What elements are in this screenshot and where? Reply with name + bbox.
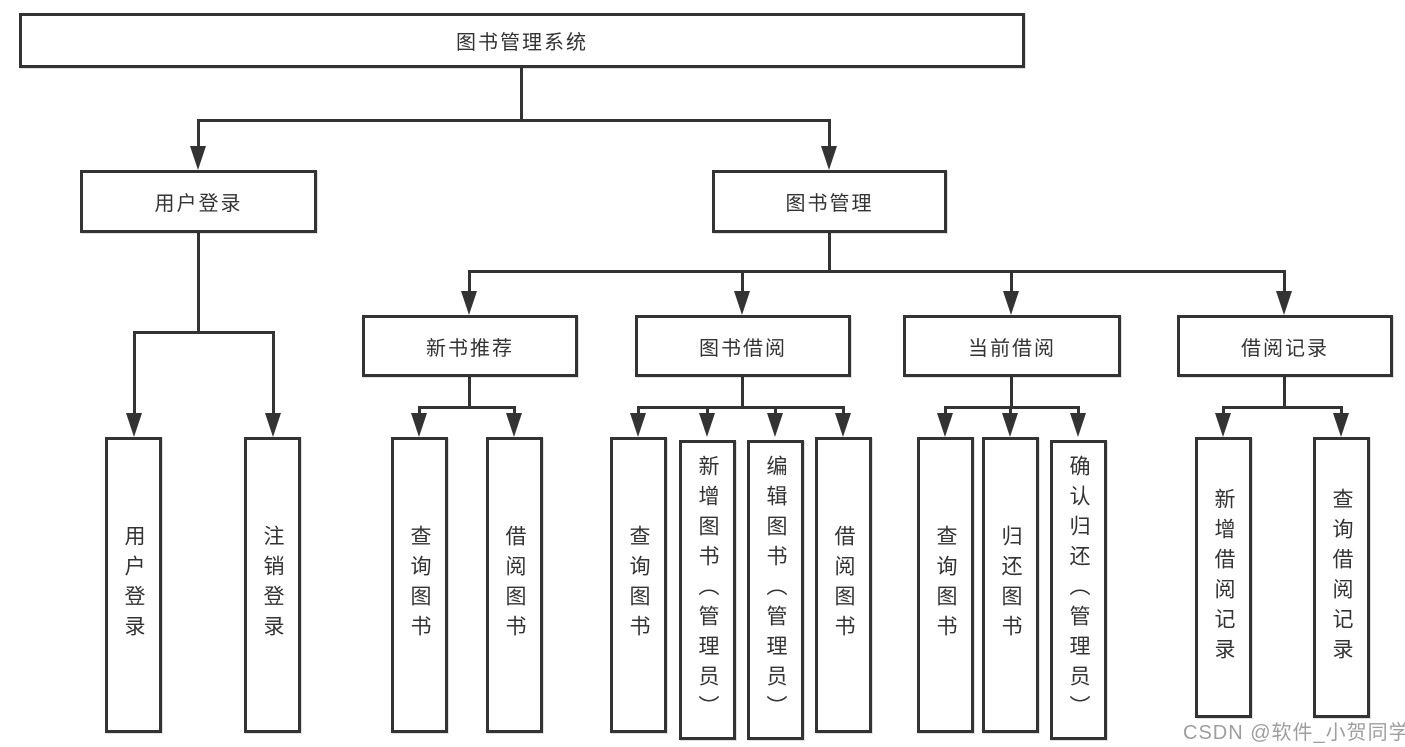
arrowhead-down-icon [699,413,715,437]
node-label: 当前借阅 [968,337,1056,360]
node-borrow-record: 借阅记录 [1177,315,1393,377]
arrowhead-down-icon [821,146,837,170]
leaf-label: 新增借阅记录 [1212,487,1235,668]
arrowhead-down-icon [835,413,851,437]
leaf-label: 归还图书 [999,525,1022,645]
leaf-label: 查询图书 [934,525,957,645]
connector-line [1077,406,1080,416]
arrowhead-down-icon [1215,413,1231,437]
connector-line [828,119,831,149]
arrowhead-down-icon [1003,291,1019,315]
arrowhead-down-icon [506,413,522,437]
node-label: 新书推荐 [426,337,514,360]
connector-line [197,119,831,122]
node-label: 用户登录 [154,193,243,215]
leaf-add-book-admin: 新增图书（管理员） [679,440,736,740]
node-user-login: 用户登录 [80,170,317,233]
arrowhead-down-icon [1276,291,1292,315]
leaf-label: 编辑图书（管理员） [764,455,787,725]
leaf-label: 用户登录 [122,525,145,645]
node-label: 图书借阅 [699,337,787,360]
connector-line [468,270,471,293]
connector-line [272,331,275,415]
connector-line [197,233,200,333]
leaf-label: 注销登录 [261,525,284,645]
leaf-label: 新增图书（管理员） [696,455,719,725]
arrowhead-down-icon [190,146,206,170]
node-new-book-recommend: 新书推荐 [362,315,578,377]
node-current-borrow: 当前借阅 [903,315,1121,377]
connector-line [520,68,523,120]
arrowhead-down-icon [265,413,281,437]
node-label: 图书管理 [785,193,874,215]
node-book-borrow: 图书借阅 [635,315,851,377]
connector-line [1010,377,1013,409]
connector-line [741,270,744,293]
leaf-query-book-borrow: 查询图书 [610,437,667,733]
connector-line [741,377,744,409]
leaf-query-borrow-record: 查询借阅记录 [1313,437,1370,718]
leaf-query-book-current: 查询图书 [917,437,974,733]
leaf-add-borrow-record: 新增借阅记录 [1195,437,1252,718]
connector-line [944,406,947,416]
leaf-confirm-return-admin: 确认归还（管理员） [1050,440,1107,740]
arrowhead-down-icon [767,413,783,437]
connector-line [944,406,1080,409]
arrowhead-down-icon [1002,413,1018,437]
leaf-return-book: 归还图书 [982,437,1039,733]
node-library-management-system: 图书管理系统 [19,13,1025,68]
arrowhead-down-icon [937,413,953,437]
leaf-label: 借阅图书 [832,525,855,645]
leaf-label: 借阅图书 [503,525,526,645]
arrowhead-down-icon [126,413,142,437]
leaf-label: 查询借阅记录 [1330,487,1353,668]
connector-line [774,406,777,416]
connector-line [468,270,1286,273]
leaf-borrow-book-recommend: 借阅图书 [486,437,543,733]
node-book-management: 图书管理 [712,170,947,233]
node-label: 借阅记录 [1241,337,1329,360]
leaf-label: 查询图书 [627,525,650,645]
leaf-user-login: 用户登录 [105,437,162,733]
arrowhead-down-icon [1070,413,1086,437]
connector-line [468,377,471,409]
connector-line [1010,270,1013,293]
connector-line [637,406,845,409]
leaf-query-book-recommend: 查询图书 [391,437,448,733]
leaf-label: 确认归还（管理员） [1067,455,1090,725]
connector-line [828,233,831,273]
connector-line [706,406,709,416]
arrowhead-down-icon [411,413,427,437]
arrowhead-down-icon [1333,413,1349,437]
connector-line [842,406,845,416]
connector-line [133,331,136,415]
arrowhead-down-icon [734,291,750,315]
connector-line [418,406,421,416]
connector-line [1340,406,1343,416]
connector-line [1283,377,1286,409]
connector-line [513,406,516,416]
connector-line [637,406,640,416]
leaf-label: 查询图书 [408,525,431,645]
connector-line [1222,406,1343,409]
leaf-logout: 注销登录 [244,437,301,733]
node-label: 图书管理系统 [456,32,588,54]
leaf-borrow-book: 借阅图书 [815,437,872,733]
connector-line [1222,406,1225,416]
connector-line [197,119,200,149]
connector-line [1283,270,1286,293]
connector-line [1009,406,1012,416]
arrowhead-down-icon [630,413,646,437]
leaf-edit-book-admin: 编辑图书（管理员） [747,440,804,740]
csdn-watermark: CSDN @软件_小贺同学 [1183,722,1405,744]
connector-line [133,331,275,334]
connector-line [418,406,516,409]
arrowhead-down-icon [461,291,477,315]
